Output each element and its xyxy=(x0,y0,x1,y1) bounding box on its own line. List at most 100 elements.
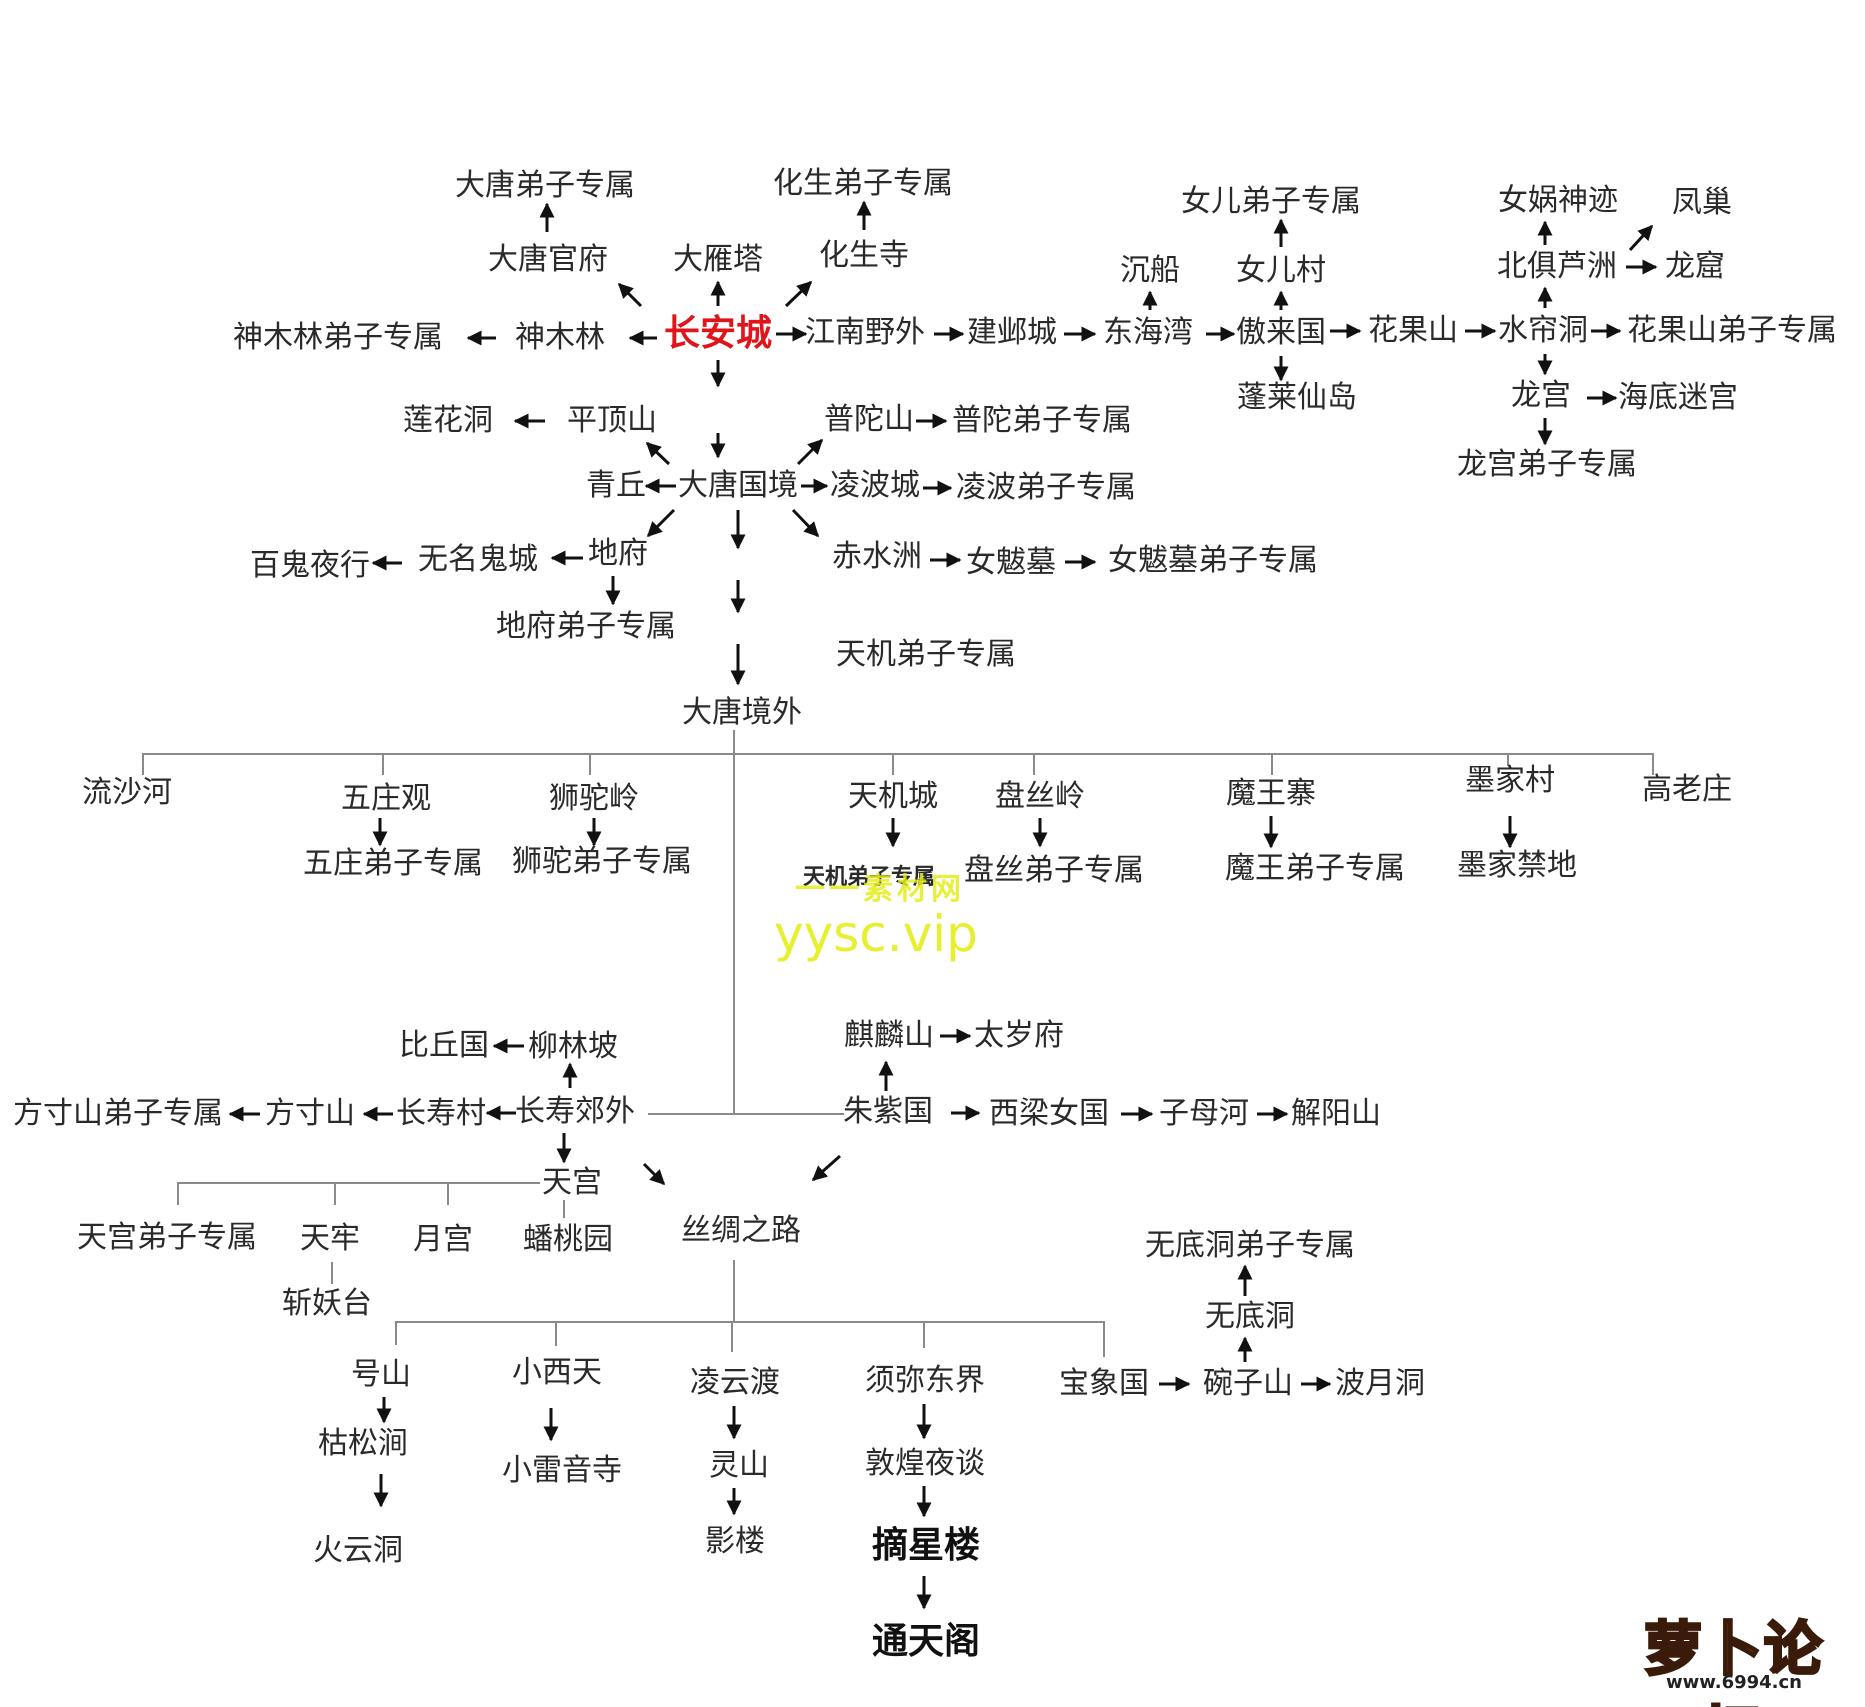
node-shenmulin-dizi: 神木林弟子专属 xyxy=(233,320,443,355)
node-mowang-dizi: 魔王弟子专属 xyxy=(1225,851,1405,886)
node-huaguoshan-dizi: 花果山弟子专属 xyxy=(1627,313,1837,348)
node-pansi-dizi: 盘丝弟子专属 xyxy=(964,853,1144,888)
node-liushahe: 流沙河 xyxy=(82,775,172,810)
node-chenchuan: 沉船 xyxy=(1120,253,1180,288)
node-tianji-dizi: 天机弟子专属 xyxy=(802,865,936,890)
node-yinglou: 影楼 xyxy=(705,1524,765,1559)
branch-line-10 xyxy=(177,1182,540,1205)
node-shituoling: 狮驼岭 xyxy=(549,781,639,816)
node-changshoujiaowai: 长寿郊外 xyxy=(515,1094,635,1129)
node-shenmulin: 神木林 xyxy=(515,320,605,355)
node-taisuifu: 太岁府 xyxy=(974,1018,1064,1053)
node-xumidongjie: 须弥东界 xyxy=(865,1363,985,1398)
node-changan: 长安城 xyxy=(663,313,773,354)
node-penglai: 蓬莱仙岛 xyxy=(1237,380,1357,415)
node-donghaiwan: 东海湾 xyxy=(1103,315,1193,350)
logo-url: www.6994.cn xyxy=(1666,1672,1802,1693)
node-wuming: 无名鬼城 xyxy=(418,542,538,577)
node-huaguoshan: 花果山 xyxy=(1368,313,1458,348)
node-putuoshan: 普陀山 xyxy=(824,402,914,437)
node-huashengsi: 化生寺 xyxy=(819,238,909,273)
arrow-20 xyxy=(1628,224,1654,252)
node-qilinshan: 麒麟山 xyxy=(844,1018,934,1053)
branch-line-1 xyxy=(142,753,1654,775)
node-shituo-dizi: 狮驼弟子专属 xyxy=(512,844,692,879)
node-liulinpo: 柳林坡 xyxy=(528,1029,618,1064)
node-kusongjian: 枯松涧 xyxy=(318,1426,408,1461)
node-fengchao: 凤巢 xyxy=(1672,185,1732,220)
node-chishuizhou: 赤水洲 xyxy=(832,539,922,574)
node-nver-dizi: 女儿弟子专属 xyxy=(1181,184,1361,219)
node-zimuhe: 子母河 xyxy=(1159,1096,1249,1131)
node-baoxiangguo: 宝象国 xyxy=(1059,1366,1149,1401)
node-lingbo-dizi: 凌波弟子专属 xyxy=(956,470,1136,505)
node-longgong: 龙宫 xyxy=(1511,378,1571,413)
node-wuzhuangguan: 五庄观 xyxy=(341,781,431,816)
node-nvercun: 女儿村 xyxy=(1236,253,1326,288)
node-haidi: 海底迷宫 xyxy=(1618,380,1738,415)
node-zhaixinglou: 摘星楼 xyxy=(871,1525,981,1566)
node-tongtiange: 通天阁 xyxy=(871,1621,981,1662)
node-datang-guanfu: 大唐官府 xyxy=(488,242,608,277)
node-zhuziguo: 朱紫国 xyxy=(843,1094,933,1129)
node-datangguojing: 大唐国境 xyxy=(678,468,798,503)
node-boyuedong: 波月洞 xyxy=(1335,1366,1425,1401)
node-nvwa: 女娲神迹 xyxy=(1498,183,1618,218)
watermark-url: yysc.vip xyxy=(774,905,978,963)
node-mojiajindi: 墨家禁地 xyxy=(1457,848,1577,883)
node-dayanta: 大雁塔 xyxy=(673,242,763,277)
node-xiaoleiyinsi: 小雷音寺 xyxy=(502,1453,622,1488)
node-biqiuguo: 比丘国 xyxy=(399,1028,489,1063)
node-shuiliandong: 水帘洞 xyxy=(1498,313,1588,348)
arrow-29 xyxy=(796,438,824,466)
forum-logo: 萝卜论坛 www.6994.cn xyxy=(1618,1598,1850,1707)
node-beijuluzhou: 北俱芦洲 xyxy=(1497,249,1617,284)
node-longku: 龙窟 xyxy=(1665,249,1725,284)
node-lingbocheng: 凌波城 xyxy=(830,468,920,503)
node-xiliang: 西梁女国 xyxy=(989,1096,1109,1131)
node-mojiacun: 墨家村 xyxy=(1465,763,1555,798)
node-jieyangshan: 解阳山 xyxy=(1291,1096,1381,1131)
node-tianjicheng: 天机城 xyxy=(848,779,938,814)
node-fangcun-dizi: 方寸山弟子专属 xyxy=(13,1096,223,1131)
node-difu-dizi: 地府弟子专属 xyxy=(496,609,676,644)
node-gaolaozhuang: 高老庄 xyxy=(1642,772,1732,807)
node-pansiling: 盘丝岭 xyxy=(995,779,1085,814)
node-sichouzhilu: 丝绸之路 xyxy=(681,1213,801,1248)
node-baigui: 百鬼夜行 xyxy=(250,548,370,583)
node-pantaoyuan: 蟠桃园 xyxy=(523,1222,613,1257)
node-nvbamu-dizi: 女魃墓弟子专属 xyxy=(1108,543,1318,578)
node-difu: 地府 xyxy=(588,536,648,571)
arrow-1 xyxy=(617,282,643,308)
node-aolaiguo: 傲来国 xyxy=(1236,315,1326,350)
node-jiangnan: 江南野外 xyxy=(805,315,925,350)
arrow-28 xyxy=(645,441,671,466)
arrow-34 xyxy=(646,508,676,538)
node-wudidong-dizi: 无底洞弟子专属 xyxy=(1145,1228,1355,1263)
node-xiaoxitian: 小西天 xyxy=(512,1355,602,1390)
node-qingqiu: 青丘 xyxy=(586,468,646,503)
node-dunhuang: 敦煌夜谈 xyxy=(865,1446,985,1481)
node-jianye: 建邺城 xyxy=(967,315,1057,350)
node-wudidong: 无底洞 xyxy=(1205,1299,1295,1334)
node-fangcunshan: 方寸山 xyxy=(265,1096,355,1131)
node-zhanyaotai: 斩妖台 xyxy=(282,1286,372,1321)
node-changshoucun: 长寿村 xyxy=(396,1096,486,1131)
node-wuzhuang-dizi: 五庄弟子专属 xyxy=(303,846,483,881)
node-huoyundong: 火云洞 xyxy=(313,1533,403,1568)
node-tianlao: 天牢 xyxy=(300,1221,360,1256)
arrow-61 xyxy=(642,1162,666,1186)
node-lingyundu: 凌云渡 xyxy=(690,1365,780,1400)
node-putuo-dizi: 普陀弟子专属 xyxy=(952,403,1132,438)
node-lingshan: 灵山 xyxy=(709,1448,769,1483)
branch-line-16 xyxy=(395,1321,1105,1357)
node-pingdingshan: 平顶山 xyxy=(567,403,657,438)
arrow-62 xyxy=(811,1154,841,1182)
node-longgong-dizi: 龙宫弟子专属 xyxy=(1457,447,1637,482)
node-haoshan: 号山 xyxy=(351,1357,411,1392)
node-tiangong-dizi: 天宫弟子专属 xyxy=(77,1220,257,1255)
node-tiangong: 天宫 xyxy=(542,1165,602,1200)
node-datang-dizi: 大唐弟子专属 xyxy=(455,168,635,203)
